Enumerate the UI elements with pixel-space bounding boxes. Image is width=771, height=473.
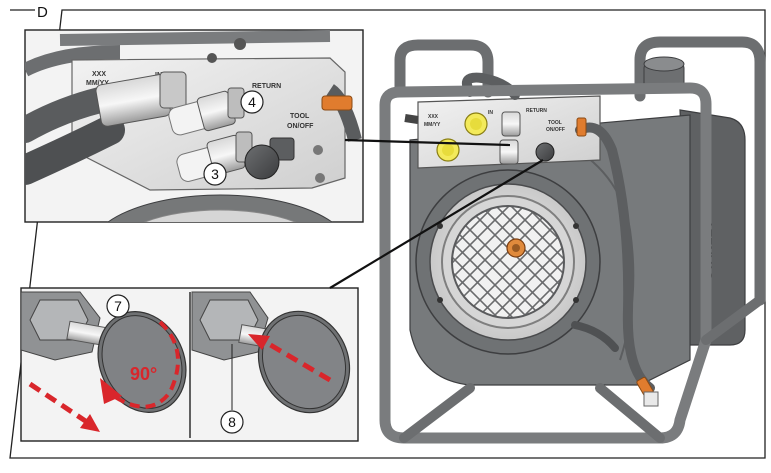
svg-text:4: 4 bbox=[248, 94, 256, 110]
detail-hose-lower bbox=[25, 115, 125, 185]
rotation-label: 90° bbox=[130, 364, 157, 384]
svg-text:MM/YY: MM/YY bbox=[424, 122, 441, 128]
knob-push-view bbox=[191, 291, 351, 414]
callout-3: 3 bbox=[203, 162, 227, 186]
pressure-hose bbox=[575, 122, 655, 393]
leader-lines bbox=[329, 138, 544, 289]
section-letter: D bbox=[37, 4, 48, 21]
detail-box-bottom: 90° 7 8 bbox=[20, 287, 359, 442]
svg-text:RETURN: RETURN bbox=[252, 83, 281, 90]
svg-text:XXX: XXX bbox=[92, 71, 106, 78]
knob-face-right bbox=[261, 314, 347, 410]
detail-box-top: XXX MM/YY IN RETURN TOOL ON/OFF bbox=[24, 29, 364, 223]
oil-tank bbox=[679, 109, 746, 346]
fan-grille bbox=[451, 205, 565, 319]
unit-knob bbox=[535, 142, 555, 162]
unit-panel-labels: XXX MM/YY IN RETURN TOOL ON/OFF bbox=[424, 108, 565, 133]
knob-pull-view: 90° bbox=[21, 291, 187, 432]
svg-text:XXX: XXX bbox=[428, 114, 439, 120]
svg-text:ON/OFF: ON/OFF bbox=[546, 127, 565, 133]
svg-text:TOOL: TOOL bbox=[290, 113, 310, 120]
power-unit-illustration: STANLEY XXX MM/YY IN bbox=[379, 36, 766, 444]
svg-text:RETURN: RETURN bbox=[526, 108, 547, 114]
frame-front bbox=[379, 82, 712, 346]
pull-arrow bbox=[28, 381, 92, 427]
svg-text:3: 3 bbox=[211, 166, 219, 182]
svg-text:MM/YY: MM/YY bbox=[86, 80, 109, 87]
callout-7: 7 bbox=[106, 294, 130, 318]
svg-text:IN: IN bbox=[488, 110, 493, 116]
svg-text:TOOL: TOOL bbox=[548, 120, 562, 126]
svg-text:ON/OFF: ON/OFF bbox=[287, 123, 314, 130]
push-arrow bbox=[260, 337, 332, 383]
callout-8: 8 bbox=[220, 410, 244, 434]
callout-4: 4 bbox=[240, 90, 264, 114]
detail-knob bbox=[244, 144, 280, 180]
svg-text:8: 8 bbox=[228, 414, 236, 430]
rotation-arrow bbox=[110, 320, 180, 409]
filler-cap bbox=[643, 56, 685, 72]
knob-face-left bbox=[101, 315, 183, 409]
detail-hose-upper bbox=[25, 87, 113, 143]
svg-text:7: 7 bbox=[114, 298, 122, 314]
